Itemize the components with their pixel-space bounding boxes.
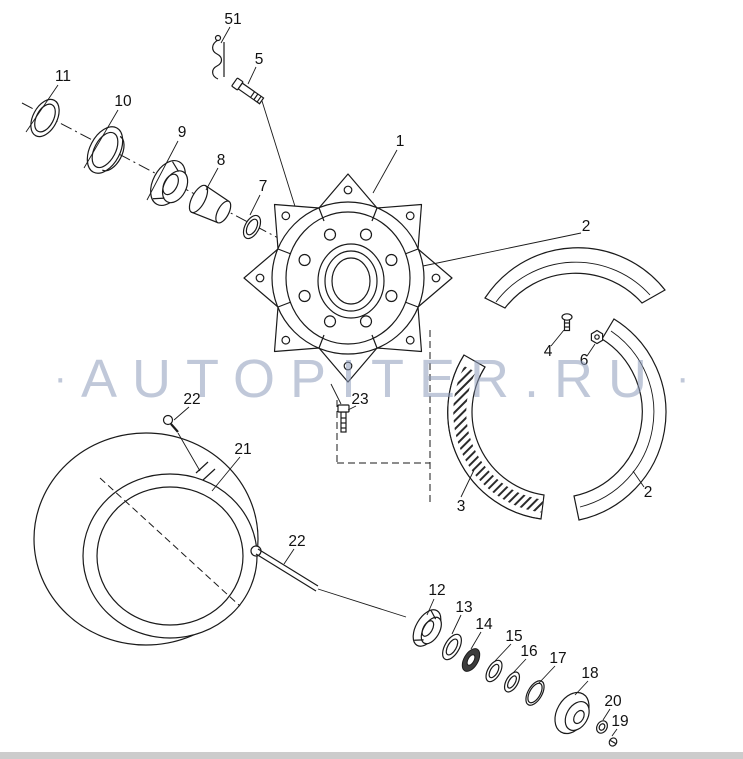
part-4-bolt bbox=[561, 313, 573, 332]
part-23-stud bbox=[337, 404, 350, 433]
part-label-20: 20 bbox=[604, 693, 622, 710]
part-label-22-valve: 22 bbox=[183, 391, 200, 408]
part-label-2-upper: 2 bbox=[582, 218, 591, 235]
part-13-washer bbox=[442, 633, 462, 661]
part-label-2-lower: 2 bbox=[644, 484, 653, 501]
axis-lines bbox=[21, 102, 431, 503]
part-label-15: 15 bbox=[505, 628, 522, 645]
part-21-rim bbox=[33, 432, 259, 646]
part-20-bolt bbox=[595, 720, 609, 734]
part-19-screw bbox=[608, 737, 618, 747]
part-label-8: 8 bbox=[217, 152, 226, 169]
part-label-17: 17 bbox=[549, 650, 566, 667]
part-label-22-extension: 22 bbox=[288, 533, 305, 550]
footer-bar bbox=[0, 752, 743, 759]
part-22-valve bbox=[162, 414, 201, 472]
part-label-5: 5 bbox=[255, 51, 264, 68]
part-label-4: 4 bbox=[544, 343, 553, 360]
part-3-shoe bbox=[447, 354, 545, 520]
part-51-clip bbox=[212, 34, 225, 80]
part-label-23: 23 bbox=[351, 391, 368, 408]
part-9-bearing bbox=[150, 160, 189, 206]
part-label-10: 10 bbox=[114, 93, 132, 110]
part-14-lock-washer bbox=[461, 648, 481, 672]
part-1-hub bbox=[243, 173, 453, 383]
part-label-16: 16 bbox=[520, 643, 537, 660]
part-12-bearing bbox=[412, 609, 442, 647]
part-label-19: 19 bbox=[611, 713, 628, 730]
part-2-band-lower bbox=[573, 318, 667, 521]
part-label-13: 13 bbox=[455, 599, 472, 616]
part-15-ring bbox=[485, 659, 503, 683]
part-16-ring bbox=[503, 671, 521, 693]
part-label-7: 7 bbox=[259, 178, 268, 195]
part-2-band-upper bbox=[484, 247, 666, 309]
part-8-bushing bbox=[188, 184, 232, 224]
part-label-14: 14 bbox=[475, 616, 493, 633]
part-label-21: 21 bbox=[234, 441, 251, 458]
leader-lines bbox=[25, 26, 645, 737]
part-label-18: 18 bbox=[581, 665, 598, 682]
part-labels: 51 5 11 10 9 8 7 1 2 4 6 3 2 22 21 23 22… bbox=[55, 11, 652, 730]
part-17-snap-ring bbox=[525, 680, 545, 706]
part-5-bolt bbox=[231, 77, 299, 217]
part-22-extension bbox=[250, 545, 407, 618]
part-6-nut bbox=[590, 329, 604, 345]
part-label-9: 9 bbox=[178, 124, 187, 141]
part-18-hub-cap bbox=[554, 691, 590, 735]
part-label-6: 6 bbox=[580, 352, 589, 369]
part-label-11: 11 bbox=[55, 68, 71, 85]
part-label-51: 51 bbox=[224, 11, 241, 28]
part-11-seal bbox=[30, 98, 60, 138]
part-7-ring bbox=[242, 214, 262, 240]
part-label-12: 12 bbox=[428, 582, 445, 599]
part-10-race bbox=[86, 126, 125, 174]
part-label-1: 1 bbox=[396, 133, 405, 150]
part-label-3: 3 bbox=[457, 498, 466, 515]
